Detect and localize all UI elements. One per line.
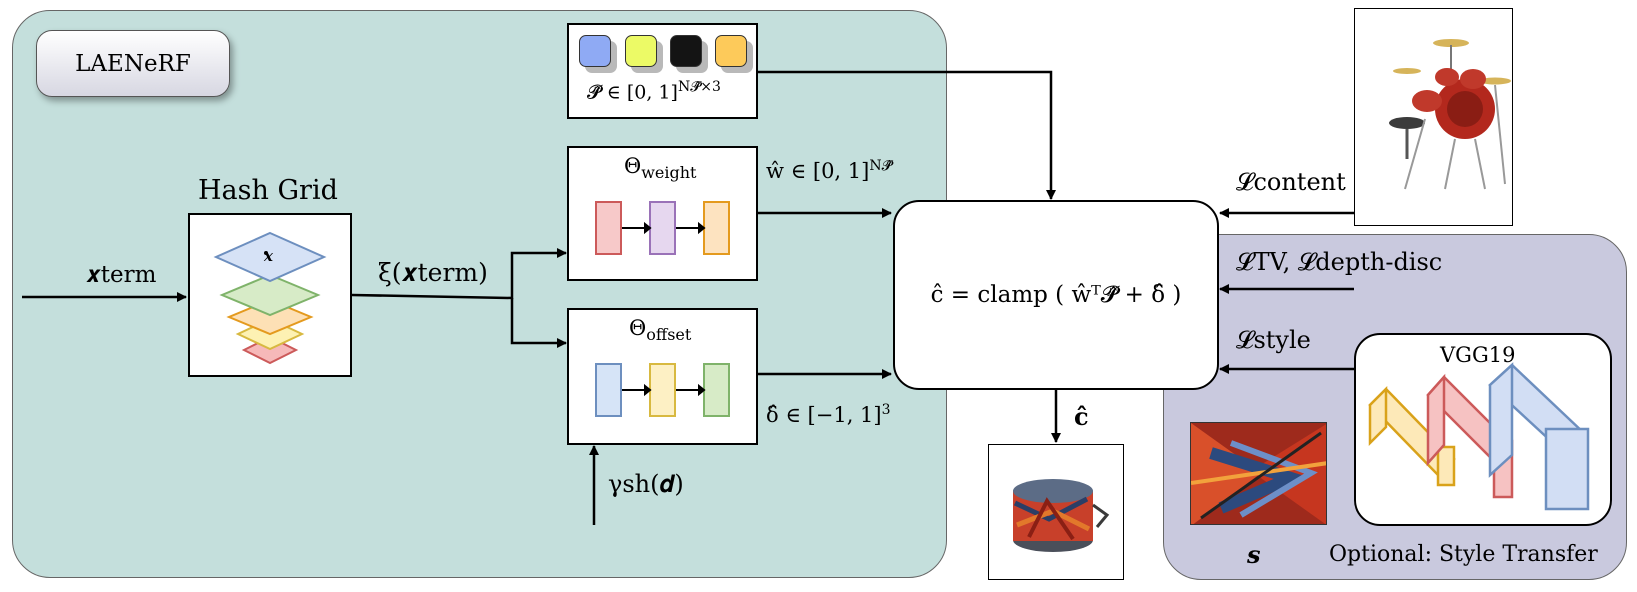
- stylized-drum-image: [1013, 479, 1110, 552]
- palette-swatch-black: [670, 35, 702, 67]
- palette-arrow: [758, 70, 1056, 200]
- content-image: [1354, 8, 1513, 226]
- vgg19-layers-icon: [1368, 362, 1590, 511]
- offset-mlp-label-main: Θ: [629, 316, 647, 340]
- style-transfer-caption: Optional: Style Transfer: [1329, 542, 1598, 567]
- output-label: ĉ: [1074, 402, 1089, 431]
- xi-to-weight-arrow: [351, 248, 567, 300]
- x-term-label: 𝒙term: [86, 262, 157, 288]
- xi-to-offset-arrow: [510, 298, 567, 348]
- content-loss-label: 𝓛content: [1236, 168, 1346, 196]
- vgg19-label: VGG19: [1440, 343, 1516, 367]
- stylized-output-image: [988, 444, 1124, 580]
- gamma-label: γsh(𝒅): [608, 470, 684, 498]
- weight-mlp-label: Θweight: [624, 154, 696, 182]
- weight-output-main: ŵ ∈ [0, 1]: [766, 159, 870, 183]
- palette-swatch-orange: [715, 35, 747, 67]
- palette-swatch-blue: [579, 35, 611, 67]
- weight-inner-arrows: [622, 221, 706, 235]
- style-image: [1190, 422, 1327, 525]
- xi-label: ξ(𝒙term): [378, 258, 488, 287]
- hash-grid-label: Hash Grid: [198, 175, 338, 206]
- weight-mlp-label-main: Θ: [624, 154, 642, 178]
- style-s-label: 𝒔: [1247, 540, 1261, 569]
- laenerf-title: LAENeRF: [36, 30, 230, 97]
- palette-swatch-yellow: [625, 35, 657, 67]
- hash-grid-layers-icon: [213, 231, 327, 365]
- tv-depth-loss-label: 𝓛TV, 𝓛depth-disc: [1236, 248, 1443, 276]
- weight-output-label: ŵ ∈ [0, 1]N𝓟̂: [766, 158, 892, 183]
- offset-output-sup: 3: [881, 402, 891, 418]
- drum-kit-image: [1389, 39, 1511, 190]
- style-painting-image: [1191, 423, 1326, 524]
- hash-grid-point-label: x: [264, 247, 273, 265]
- composition-box: ĉ = clamp ( ŵᵀ𝓟̂ + δ̂ ): [893, 200, 1219, 390]
- weight-mlp-box: Θweight: [567, 146, 758, 281]
- palette-formula: 𝓟̂ ∈ [0, 1]N𝓟̂×3: [587, 79, 721, 103]
- composition-equation: ĉ = clamp ( ŵᵀ𝓟̂ + δ̂ ): [930, 282, 1182, 308]
- weight-mlp-label-sub: weight: [641, 163, 697, 183]
- offset-layer-1: [595, 363, 622, 417]
- palette-box: 𝓟̂ ∈ [0, 1]N𝓟̂×3: [567, 23, 758, 119]
- style-loss-label: 𝓛style: [1236, 326, 1311, 354]
- offset-mlp-label: Θoffset: [629, 316, 691, 344]
- weight-layer-1: [595, 201, 622, 255]
- offset-inner-arrows: [622, 383, 706, 397]
- offset-output-label: δ̂ ∈ [−1, 1]3: [766, 402, 891, 427]
- offset-mlp-label-sub: offset: [646, 325, 692, 345]
- palette-formula-main: 𝓟̂ ∈ [0, 1]: [587, 81, 678, 104]
- hash-grid-box: x: [188, 213, 352, 377]
- laenerf-panel: [12, 10, 947, 578]
- offset-output-main: δ̂ ∈ [−1, 1]: [766, 403, 882, 427]
- weight-output-sup: N𝓟̂: [869, 158, 892, 174]
- vgg19-box: VGG19: [1354, 333, 1612, 526]
- palette-formula-sup: N𝓟̂×3: [677, 79, 721, 95]
- offset-mlp-box: Θoffset: [567, 308, 758, 445]
